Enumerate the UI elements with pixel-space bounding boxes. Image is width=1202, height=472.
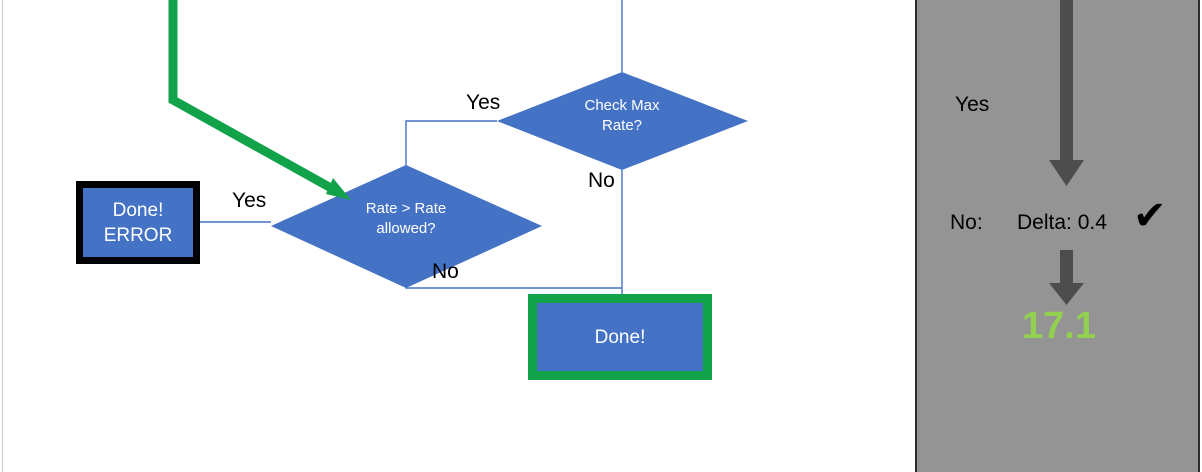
green-highlight-arrowhead bbox=[326, 178, 351, 200]
trace-panel: Yes No: Delta: 0.4 ✔ 17.1 bbox=[915, 0, 1200, 472]
flowchart-region: Rate > Rate allowed? Check Max Rate? Yes… bbox=[76, 0, 748, 380]
panel-yes-label: Yes bbox=[955, 93, 990, 116]
panel-no-label: No: bbox=[950, 211, 983, 234]
done-box[interactable]: Done! bbox=[528, 294, 712, 380]
done-error-box-label: Done! ERROR bbox=[103, 199, 173, 246]
maxrate-decision-shape bbox=[497, 72, 748, 170]
edge-label-maxrate-yes: Yes bbox=[466, 91, 501, 114]
arrow-down-long-icon bbox=[1049, 0, 1084, 186]
checkmark-icon: ✔ bbox=[1133, 193, 1167, 239]
done-box-label: Done! bbox=[594, 326, 646, 348]
connector-rate-no-to-done bbox=[405, 287, 622, 289]
flowchart-vector-layer bbox=[168, 0, 748, 297]
done-error-box[interactable]: Done! ERROR bbox=[76, 181, 200, 264]
green-highlight-path bbox=[168, 0, 343, 197]
connector-maxrate-yes-to-rate bbox=[405, 120, 497, 166]
panel-result-value: 17.1 bbox=[1022, 305, 1096, 347]
edge-label-maxrate-no: No bbox=[588, 169, 615, 192]
edge-label-rate-yes: Yes bbox=[232, 189, 267, 212]
edge-label-rate-no: No bbox=[432, 260, 459, 283]
rate-decision-shape bbox=[271, 165, 542, 288]
panel-delta-label: Delta: 0.4 bbox=[1017, 211, 1107, 234]
panel-arrow-layer bbox=[1049, 0, 1084, 305]
left-edge-divider bbox=[2, 0, 3, 472]
arrow-down-short-icon bbox=[1049, 250, 1084, 305]
